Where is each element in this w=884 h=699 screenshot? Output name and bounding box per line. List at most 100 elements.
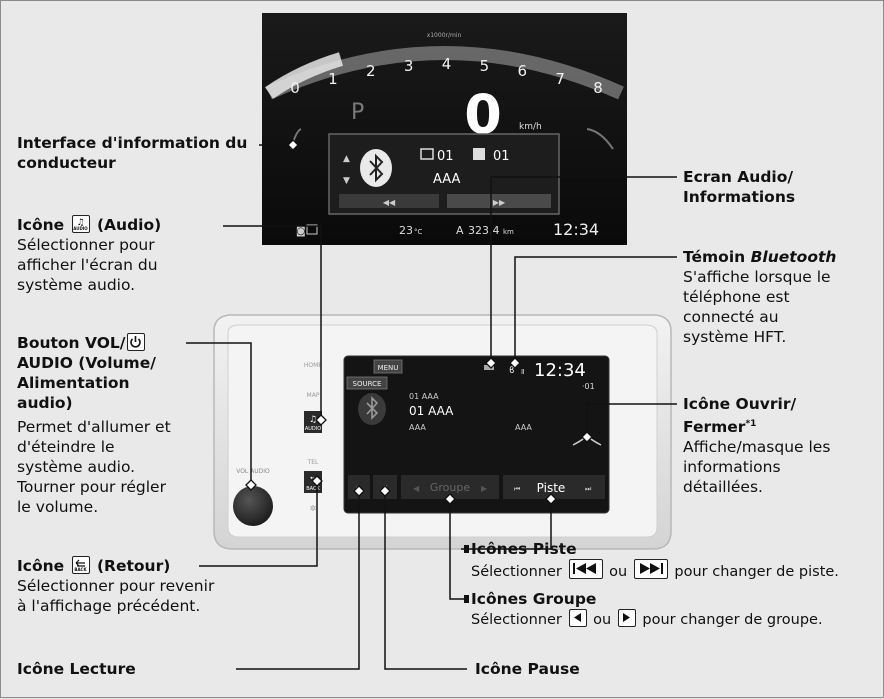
side-button-map[interactable]: MAP: [307, 392, 320, 399]
open-close-callout: Icône Ouvrir/ Fermer*1 Affiche/masque le…: [683, 395, 831, 497]
cluster-temperature: 23: [399, 224, 413, 237]
side-button-audio[interactable]: [304, 411, 322, 433]
vol-button-callout: Bouton VOL/ AUDIO (Volume/ Alimentation …: [17, 333, 171, 516]
menu-button[interactable]: [373, 359, 403, 374]
diamond-pause-icon: [379, 485, 391, 497]
screen-line-1: 01 AAA: [409, 392, 439, 401]
screen-time: 12:34: [534, 360, 586, 381]
rpm-tick-label: 4: [442, 55, 452, 73]
screen-line-2: 01 AAA: [409, 404, 454, 418]
diamond-audio-icon: [315, 414, 327, 426]
svg-text:AUDIO: AUDIO: [305, 426, 321, 432]
play-icon-label: Icône Lecture: [17, 660, 136, 678]
group-prev-icon[interactable]: ◀: [413, 484, 420, 493]
bar-group-icons: [464, 595, 469, 603]
screen-line-3a: AAA: [409, 423, 426, 432]
back-icon-callout: Icône BACK (Retour) Sélectionner pour re…: [17, 556, 215, 615]
knob-label: VOL AUDIO: [236, 468, 270, 475]
svg-text:SOURCE: SOURCE: [353, 380, 382, 388]
source-button[interactable]: [346, 376, 388, 390]
diamond-bt-indicator: [509, 357, 521, 369]
brightness-icon: ✲: [310, 504, 317, 513]
gear-indicator: P: [351, 100, 364, 125]
group-right-icon: [617, 609, 636, 627]
leader-pause-icon: [384, 491, 467, 670]
track-prev-icon[interactable]: ⏮: [514, 485, 520, 493]
cluster-track-number: 01: [493, 149, 510, 164]
group-icons-callout: Icônes Groupe Sélectionner ou pour chang…: [471, 590, 823, 628]
leader-open-close: [586, 403, 677, 437]
diamond-vol-button: [245, 479, 257, 491]
driver-info-interface-label: Interface d'information du conducteur: [17, 134, 248, 172]
speed-unit: km/h: [519, 122, 542, 132]
screen-signal-icon: Ⅱ: [521, 368, 524, 376]
bar-track-icons: [464, 545, 469, 553]
svg-text:♫: ♫: [76, 218, 84, 228]
power-icon: [127, 333, 146, 351]
diamond-open-close: [581, 431, 593, 443]
leader-play-icon: [236, 491, 360, 670]
rpm-tick-label: 0: [290, 79, 300, 97]
group-next-icon[interactable]: ▶: [481, 484, 488, 493]
cluster-prev-icon: ◀◀: [383, 198, 396, 207]
cluster-track-name: AAA: [433, 172, 461, 187]
leader-group-icons: [449, 499, 465, 600]
volume-knob[interactable]: [233, 486, 273, 526]
cluster-note-icon: [473, 148, 485, 160]
leader-back-icon: [199, 481, 318, 567]
cluster-time: 12:34: [553, 220, 599, 239]
audio-screen-label: Ecran Audio/ Informations: [683, 168, 796, 206]
screen-bluetooth-indicator-bar: [484, 365, 494, 370]
side-button-home[interactable]: HOME: [304, 362, 322, 369]
diamond-driver-info: [287, 139, 299, 151]
rpm-unit: x1000r/min: [427, 32, 462, 39]
cluster-next-icon: ▶▶: [493, 198, 506, 207]
cluster-temperature-unit: °C: [414, 228, 423, 236]
skip-back-icon: [568, 559, 603, 579]
screen-volume: ·01: [582, 382, 595, 391]
svg-text:BACK: BACK: [306, 486, 320, 492]
diamond-audio-screen: [485, 357, 497, 369]
cluster-fuel-icon: [306, 224, 318, 235]
rpm-tick-label: 5: [480, 57, 490, 75]
cluster-trip-label: A: [456, 224, 464, 237]
rpm-tick-label: 1: [328, 70, 338, 88]
leader-bt-indicator: [514, 256, 677, 363]
back-icon: BACK: [71, 556, 90, 574]
rpm-tick-label: 6: [517, 62, 527, 80]
leader-audio-icon: [223, 225, 322, 420]
screen-line-3b: AAA: [515, 423, 532, 432]
rpm-fill: [265, 52, 344, 99]
diamond-play-icon: [353, 485, 365, 497]
back-icon-title: Icône BACK (Retour): [17, 556, 171, 575]
cluster-trip-value: 323.4: [468, 224, 500, 237]
leader-vol-button: [186, 342, 252, 485]
svg-text:BACK: BACK: [74, 567, 87, 572]
screen-bluetooth-indicator: ϐ: [509, 366, 515, 376]
audio-icon: ♫AUDIO: [71, 215, 90, 233]
cluster-prev-track-bar: [339, 194, 439, 208]
rpm-tick-label: 8: [593, 79, 603, 97]
skip-forward-icon: [633, 559, 668, 579]
track-icons-callout: Icônes Piste Sélectionner ou pour change…: [471, 540, 839, 580]
diamond-group-icons: [444, 493, 456, 505]
audio-note-icon: ♫: [309, 415, 317, 425]
side-button-tel[interactable]: TEL: [307, 459, 319, 466]
pause-icon-label: Icône Pause: [475, 660, 580, 678]
diamond-back-icon: [311, 475, 323, 487]
cluster-folder-number: 01: [437, 149, 454, 164]
track-button-bar[interactable]: [503, 475, 605, 499]
audio-icon-callout: Icône ♫AUDIO (Audio) Sélectionner pour a…: [17, 215, 162, 294]
leader-audio-screen: [490, 176, 677, 363]
rpm-tick-label: 2: [366, 62, 376, 80]
cluster-next-track-bar: [447, 194, 551, 208]
leader-ends: [245, 139, 593, 505]
vol-button-title-1: Bouton VOL/: [17, 333, 171, 353]
svg-text:AUDIO: AUDIO: [73, 226, 88, 231]
group-label: Groupe: [430, 481, 470, 494]
head-unit: VOL AUDIO HOME MAP AUDIO ♫ TEL BACK ⮌ ✲ …: [213, 314, 672, 550]
cluster-trip-unit: km: [503, 228, 514, 236]
track-next-icon[interactable]: ⏭: [585, 485, 592, 493]
